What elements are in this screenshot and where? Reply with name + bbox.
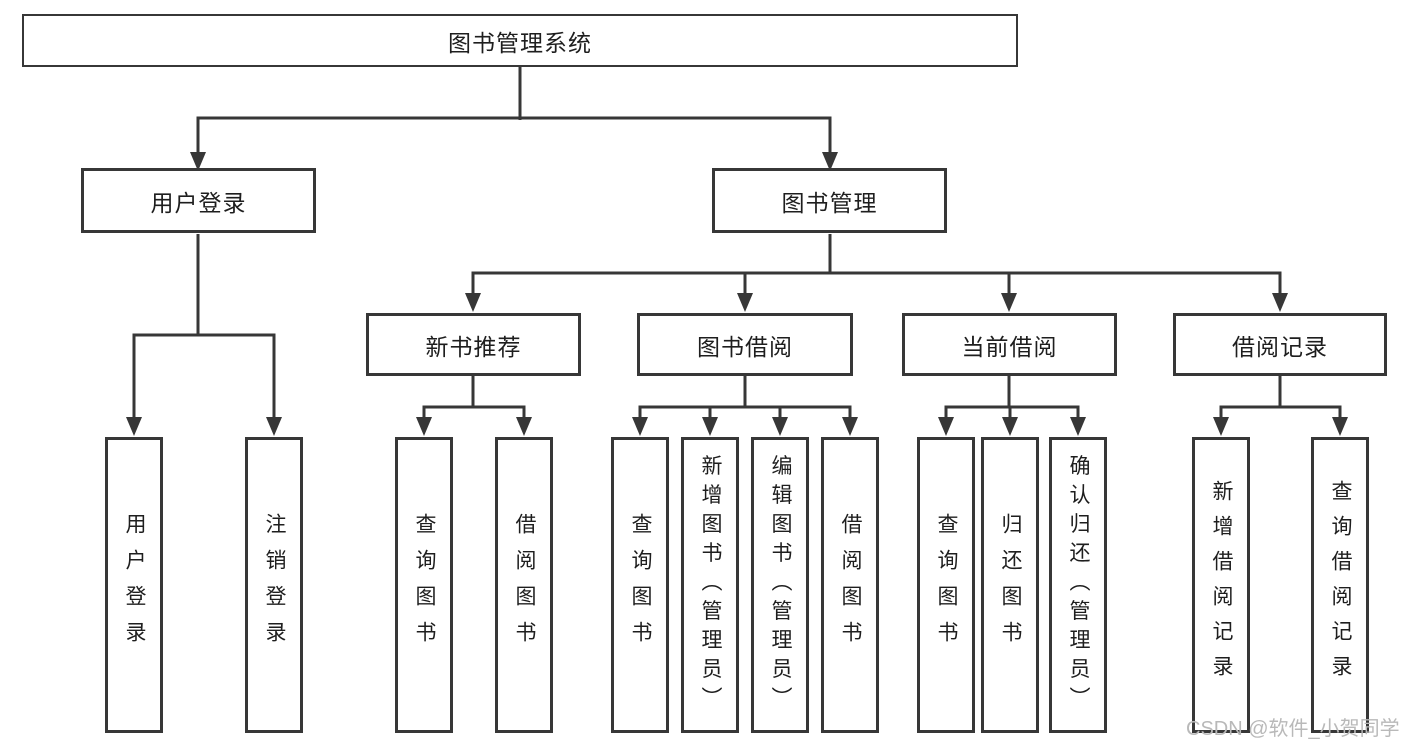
leaf-label: 借阅图书 bbox=[513, 513, 536, 657]
csdn-watermark: CSDN @软件_小贺同学 bbox=[1186, 718, 1400, 740]
leaf-label: 查询图书 bbox=[935, 513, 958, 657]
leaf-label: 确认归还（管理员） bbox=[1067, 454, 1090, 716]
leaf-label: 查询图书 bbox=[413, 513, 436, 657]
leaf-edit-book-admin: 编辑图书（管理员） bbox=[751, 437, 809, 733]
leaf-label: 用户登录 bbox=[123, 513, 146, 657]
node-label: 用户登录 bbox=[150, 189, 247, 216]
leaf-label: 借阅图书 bbox=[839, 513, 862, 657]
node-borrowing-records: 借阅记录 bbox=[1173, 313, 1387, 376]
tree-edges bbox=[132, 67, 1342, 421]
node-user-login: 用户登录 bbox=[81, 168, 316, 233]
node-label: 借阅记录 bbox=[1232, 333, 1328, 360]
leaf-label: 新增图书（管理员） bbox=[699, 454, 722, 716]
node-label: 图书借阅 bbox=[697, 333, 793, 360]
leaf-label: 归还图书 bbox=[999, 513, 1022, 657]
leaf-label: 注销登录 bbox=[263, 513, 286, 657]
leaf-query-books: 查询图书 bbox=[611, 437, 669, 733]
node-current-borrowing: 当前借阅 bbox=[902, 313, 1117, 376]
node-book-borrowing: 图书借阅 bbox=[637, 313, 853, 376]
leaf-borrow-books: 借阅图书 bbox=[495, 437, 553, 733]
node-library-management-system: 图书管理系统 bbox=[22, 14, 1018, 67]
leaf-add-book-admin: 新增图书（管理员） bbox=[681, 437, 739, 733]
leaf-logout: 注销登录 bbox=[245, 437, 303, 733]
node-label: 新书推荐 bbox=[425, 333, 522, 360]
leaf-label: 查询图书 bbox=[629, 513, 652, 657]
leaf-confirm-return-admin: 确认归还（管理员） bbox=[1049, 437, 1107, 733]
node-label: 图书管理系统 bbox=[448, 29, 592, 56]
leaf-add-borrow-record: 新增借阅记录 bbox=[1192, 437, 1250, 733]
node-new-book-recommendation: 新书推荐 bbox=[366, 313, 581, 376]
leaf-query-books: 查询图书 bbox=[395, 437, 453, 733]
leaf-label: 查询借阅记录 bbox=[1329, 480, 1352, 690]
leaf-return-books: 归还图书 bbox=[981, 437, 1039, 733]
leaf-label: 编辑图书（管理员） bbox=[769, 454, 792, 716]
leaf-query-books: 查询图书 bbox=[917, 437, 975, 733]
leaf-user-login: 用户登录 bbox=[105, 437, 163, 733]
node-label: 当前借阅 bbox=[961, 333, 1058, 360]
leaf-borrow-books: 借阅图书 bbox=[821, 437, 879, 733]
node-label: 图书管理 bbox=[781, 189, 878, 216]
node-book-management: 图书管理 bbox=[712, 168, 947, 233]
leaf-label: 新增借阅记录 bbox=[1210, 480, 1233, 690]
leaf-query-borrow-record: 查询借阅记录 bbox=[1311, 437, 1369, 733]
